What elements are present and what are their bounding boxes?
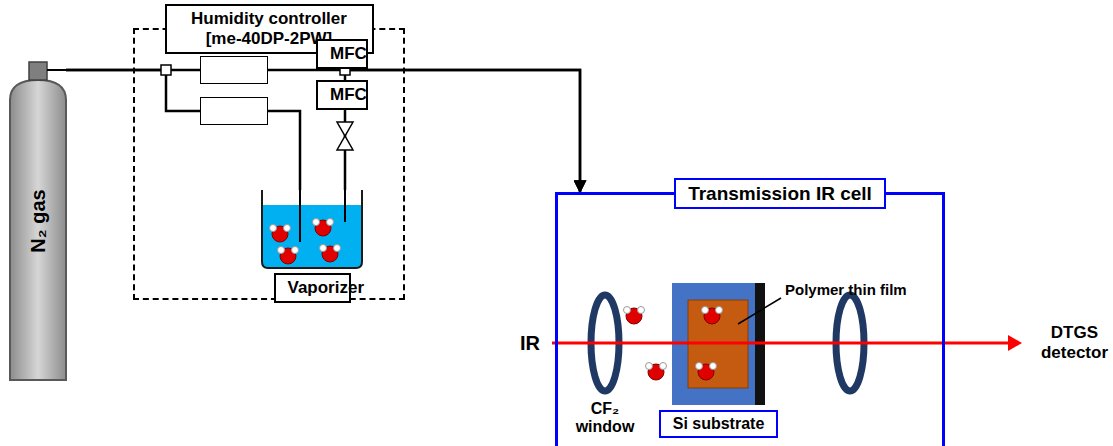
vaporizer-vessel: Vaporizer: [262, 190, 362, 268]
node-label: MFC: [316, 39, 368, 69]
node-label: Vaporizer: [274, 273, 351, 303]
valve: [337, 122, 353, 136]
detector-label: DTGS detector: [1041, 323, 1108, 362]
water-molecule: [320, 245, 341, 263]
pipe-connector: [268, 70, 580, 192]
window-label: CF₂ window: [576, 400, 635, 437]
heading-text: Transmission IR cell: [674, 178, 886, 210]
node-label: Si substrate: [659, 410, 779, 438]
pipe-stub: [47, 69, 66, 71]
inlet-pipe: [299, 190, 301, 242]
water-molecule: [624, 307, 645, 325]
ir-beam-head: [1008, 335, 1022, 351]
water-molecule: [313, 219, 334, 237]
mfc-box: MFC: [200, 56, 268, 84]
node-label: MFC: [316, 80, 368, 110]
pipe-connector: [345, 70, 580, 192]
film-label: Polymer thin film: [785, 281, 907, 298]
water-molecule: [270, 225, 291, 243]
water-molecule: [696, 363, 717, 381]
si-substrate: Si substrate: [672, 283, 765, 405]
cylinder-body: [10, 80, 66, 380]
water-molecule: [702, 307, 723, 325]
node-label: N₂ gas: [27, 189, 50, 252]
pipe-connector: [268, 111, 300, 190]
cylinder-valve: [29, 62, 47, 80]
water-molecule: [646, 363, 667, 381]
water: [263, 205, 361, 267]
ir-beam: [552, 342, 1010, 345]
water-molecule: [278, 247, 299, 265]
vessel-outline: [262, 190, 362, 268]
outlet-pipe: [344, 190, 346, 222]
mfc-box: MFC: [200, 97, 268, 125]
controller-box: Humidity controller [me-40DP-2PW]MFCMFCV…: [133, 28, 405, 300]
beam-label: IR: [520, 332, 540, 355]
leader-line: [738, 298, 781, 324]
gas-cylinder: N₂ gas: [10, 62, 66, 380]
junction: [161, 65, 171, 75]
valve: [337, 136, 353, 150]
